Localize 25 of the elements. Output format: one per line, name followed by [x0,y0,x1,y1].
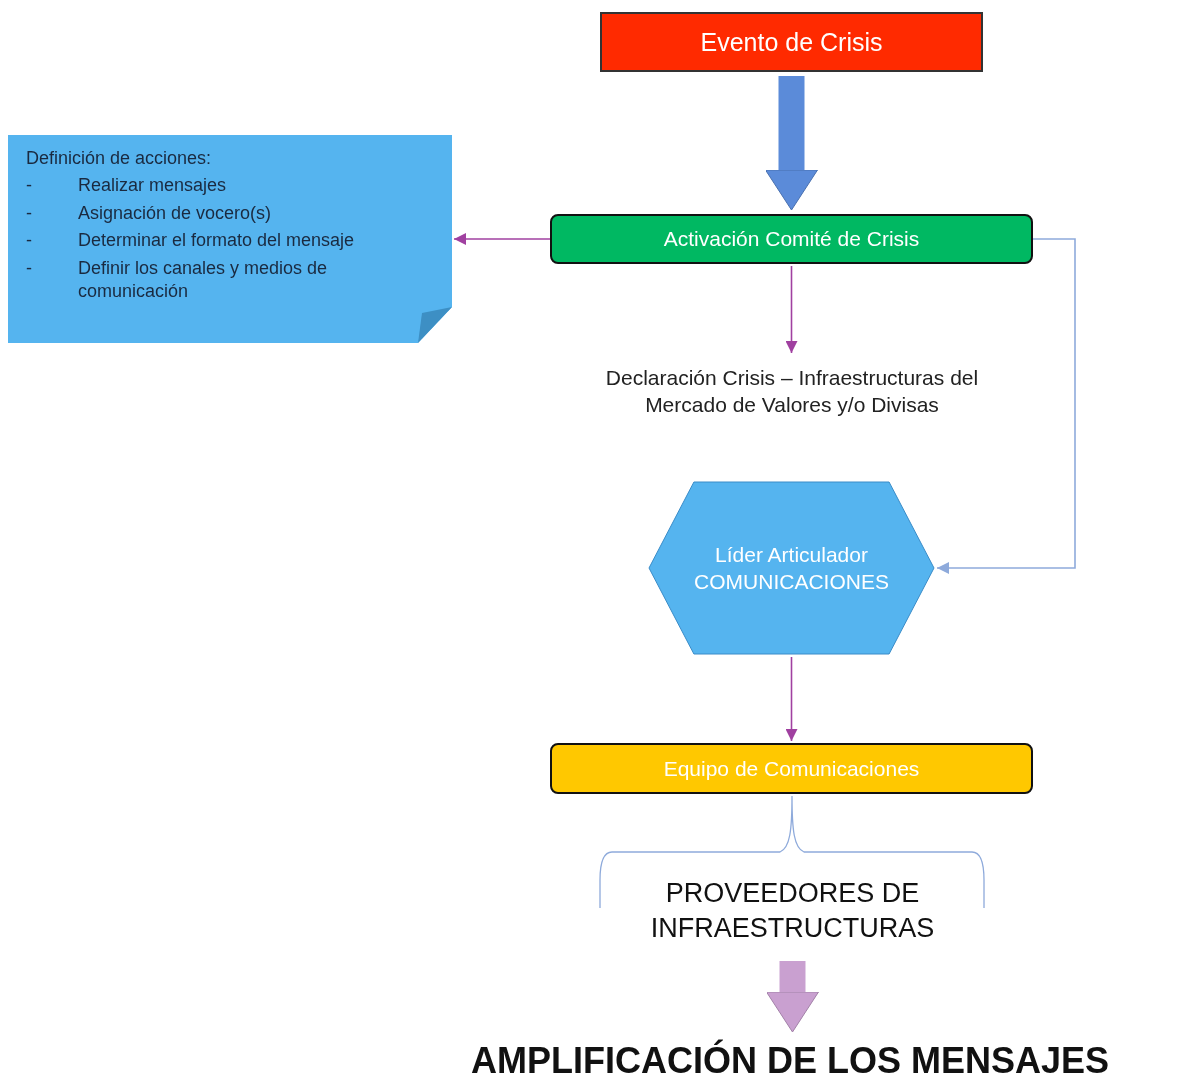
list-item: Realizar mensajes [78,174,228,198]
process-box [550,743,1033,794]
arrow [936,238,1076,574]
list-dash: - [26,229,33,253]
list-dash: - [26,256,33,280]
list-item: Definir los canales y medios de comunicación [78,256,329,303]
box-label: Activación Comité de Crisis [663,226,920,253]
arrow [785,265,798,354]
process-box [550,214,1033,264]
box-label: Equipo de Comunicaciones [663,755,920,782]
arrow [453,233,551,245]
list-dash: - [26,201,33,225]
list-item: Determinar el formato del mensaje [78,229,356,253]
box-label: Líder Articulador COMUNICACIONES [693,541,890,595]
block-arrow [765,76,818,211]
note-heading: Definición de acciones: [26,147,213,170]
list-item: Asignación de vocero(s) [78,201,273,225]
box-label: Evento de Crisis [700,26,883,58]
list-dash: - [26,174,33,198]
arrow [785,656,798,742]
text-label: Declaración Crisis – Infraestructuras del Mercado de Valores y/o Divisas [604,364,980,418]
block-arrow [766,961,819,1033]
text-label: AMPLIFICACIÓN DE LOS MENSAJES [470,1038,1110,1083]
text-label: PROVEEDORES DE INFRAESTRUCTURAS [649,876,936,945]
process-box [600,12,983,72]
